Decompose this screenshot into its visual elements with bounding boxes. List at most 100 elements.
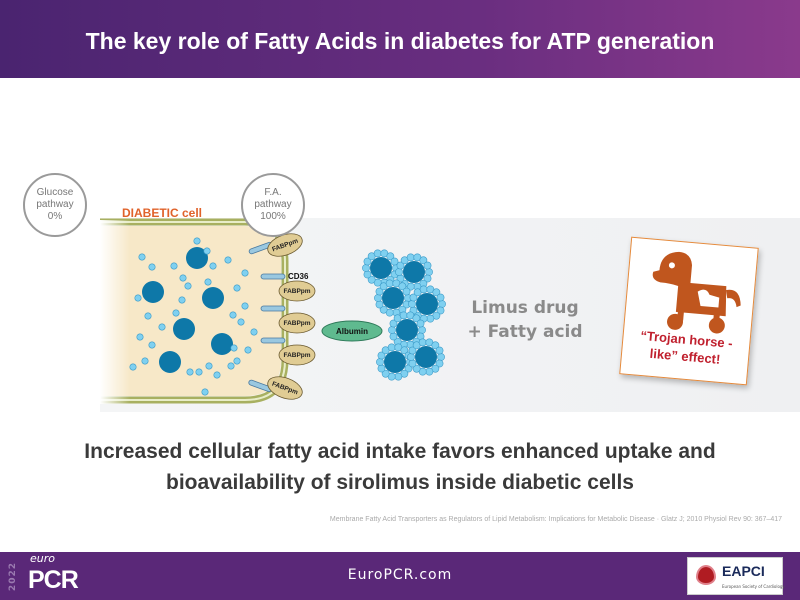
cd36-channel [260, 305, 286, 312]
fatty-acid-droplet [148, 341, 156, 349]
logo-year: 2022 [8, 562, 18, 592]
fatty-acid-droplet [148, 263, 156, 271]
conclusion-text: Increased cellular fatty acid intake fav… [0, 436, 800, 498]
fatty-acid-droplet [373, 249, 382, 258]
fatty-acid-droplet [418, 326, 426, 334]
citation: Membrane Fatty Acid Transporters as Regu… [329, 516, 782, 523]
fatty-acid-droplet [129, 363, 137, 371]
fatty-acid-droplet [230, 344, 238, 352]
fabp-transporter: FABPpm [260, 305, 316, 334]
sirolimus-core [416, 293, 438, 315]
fatty-acid-droplet [237, 318, 245, 326]
micelle [408, 285, 446, 323]
cd36-channel [260, 273, 286, 280]
fatty-acid-droplet [227, 362, 235, 370]
fatty-acid-droplet [213, 371, 221, 379]
nucleus [159, 351, 181, 373]
fatty-acid-droplet [432, 288, 441, 297]
nucleus [186, 247, 208, 269]
fabp-transporter: FABPpm [260, 273, 316, 302]
fatty-acid-droplet [250, 328, 258, 336]
fatty-acid-droplet [436, 306, 445, 315]
fatty-acid-droplet [178, 296, 186, 304]
fatty-acid-droplet [399, 311, 408, 320]
fatty-acid-droplet [400, 346, 409, 355]
fatty-acid-droplet [408, 359, 417, 368]
fatty-acid-droplet [396, 261, 405, 270]
fabp-label: FABPpm [283, 288, 310, 295]
logo-euro: euro [30, 552, 55, 565]
fatty-acid-droplet [418, 338, 427, 347]
fatty-acid-droplet [205, 362, 213, 370]
fatty-acid-droplet [394, 372, 403, 381]
fabp-transporter: FABPpm [248, 233, 303, 257]
fatty-acid-droplet [412, 364, 421, 373]
fatty-acid-droplet [385, 279, 394, 288]
fatty-acid-droplet [436, 293, 445, 302]
fatty-acid-droplet [377, 364, 386, 373]
fatty-acid-droplet [408, 300, 416, 308]
fatty-acid-droplet [233, 357, 241, 365]
fatty-acid-droplet [438, 300, 446, 308]
sirolimus-core [382, 287, 404, 309]
fatty-acid-droplet [437, 353, 445, 361]
fatty-acid-droplet [395, 268, 403, 276]
fatty-acid-droplet [158, 323, 166, 331]
fabp-ellipse [267, 376, 303, 400]
fabp-ellipse [278, 312, 316, 334]
cell-contents [129, 237, 258, 396]
fatty-acid-droplet [204, 278, 212, 286]
slide-title: The key role of Fatty Acids in diabetes … [85, 28, 715, 54]
fatty-acid-droplet [184, 282, 192, 290]
fatty-acid-droplet [419, 256, 428, 265]
sirolimus-core [370, 257, 392, 279]
fatty-acid-droplet [195, 368, 203, 376]
albumin-label: Albumin [336, 327, 368, 336]
sirolimus-core [403, 261, 425, 283]
website-link[interactable]: EuroPCR.com [347, 567, 453, 583]
fatty-acid-droplet [367, 275, 376, 284]
fatty-acid-droplet [407, 353, 415, 361]
trojan-horse-card: “Trojan horse - like” effect! [619, 236, 759, 386]
fatty-acid-droplet [136, 333, 144, 341]
glucose-percent: 0% [47, 211, 63, 222]
fabp-transporter: FABPpm [260, 337, 316, 366]
micelle [376, 343, 414, 381]
fatty-acid-droplet [381, 369, 390, 378]
fatty-acid-droplet [363, 270, 372, 279]
fatty-acid-droplet [409, 293, 418, 302]
fatty-acid-droplet [423, 261, 432, 270]
fatty-acid-droplet [406, 253, 415, 262]
fatty-acid-droplet [363, 257, 372, 266]
fatty-acid-droplet [233, 284, 241, 292]
fatty-acid-droplet [141, 357, 149, 365]
limus-line: Limus drug [471, 298, 579, 318]
fatty-acid-droplet [425, 367, 434, 376]
cd36-label: CD36 [288, 272, 309, 281]
eapci-logo: EAPCI European Society of Cardiology [687, 557, 785, 595]
fabp-ellipse [278, 344, 316, 366]
fatty-acid-droplet [389, 332, 398, 341]
slide-header: The key role of Fatty Acids in diabetes … [0, 0, 800, 78]
fatty-acid-droplet [398, 282, 407, 291]
fatty-acid-droplet [172, 309, 180, 317]
fatty-acid-droplet [229, 311, 237, 319]
cd36-channel [260, 337, 286, 344]
nucleus [142, 281, 164, 303]
eapci-subtitle: European Society of Cardiology [722, 584, 785, 589]
fatty-acid-droplet [193, 237, 201, 245]
slide-footer: 2022 euro PCR EuroPCR.com EAPCI European… [0, 552, 800, 600]
fatty-acid-droplet [426, 314, 435, 323]
sirolimus-core [396, 319, 418, 341]
fatty-acid-droplet [377, 351, 386, 360]
fatty-acid-droplet [389, 319, 398, 328]
sirolimus-core [415, 346, 437, 368]
fatty-acid-droplet [138, 253, 146, 261]
eapci-name: EAPCI [722, 563, 765, 579]
fa-percent: 100% [260, 211, 286, 222]
logo-pcr: PCR [28, 566, 79, 594]
